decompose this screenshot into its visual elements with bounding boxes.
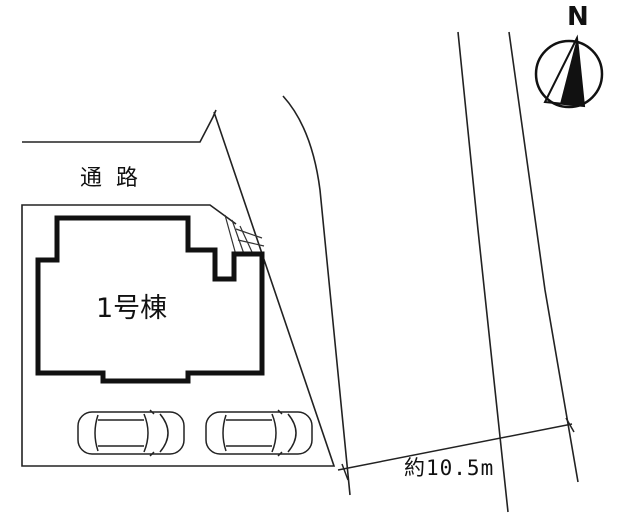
building-outline (35, 215, 265, 384)
parking-car-icon (205, 409, 313, 457)
passage-label: 通路 (80, 166, 153, 191)
road-width-label: 約10.5m (404, 456, 495, 480)
building-label: 1号棟 (96, 293, 168, 324)
road-edge-center (457, 31, 509, 513)
north-label: N (567, 2, 589, 32)
parking-car-icon (77, 409, 185, 457)
road-edge-left (282, 95, 351, 496)
road-width-dimension (337, 417, 575, 481)
passage-line (22, 109, 217, 143)
road-edge-right (508, 31, 579, 483)
lot-boundary (21, 111, 336, 467)
north-arrow-icon (534, 34, 604, 109)
